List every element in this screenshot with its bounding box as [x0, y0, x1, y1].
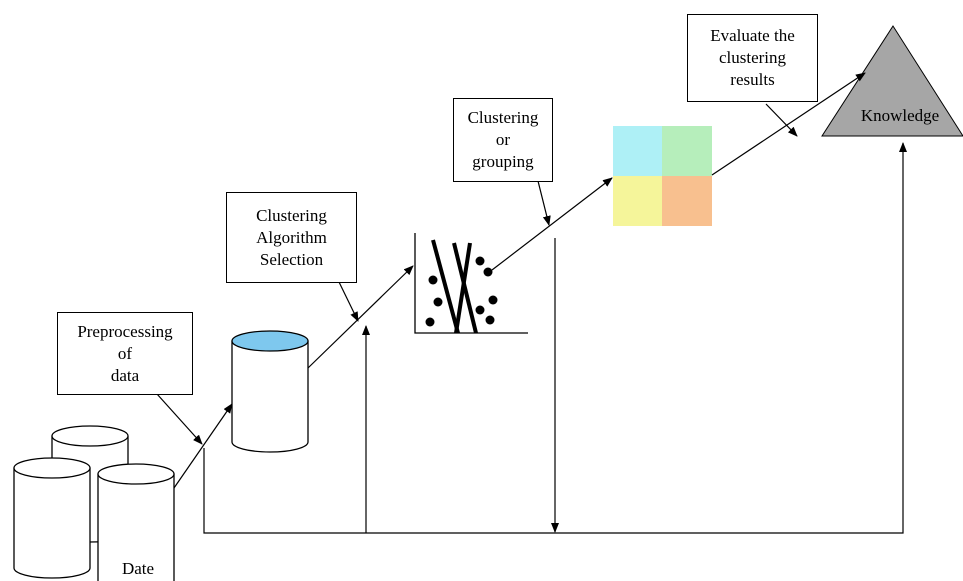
- preprocessing-label: Preprocessing of data: [57, 312, 193, 395]
- preprocessing-line-2: of: [117, 343, 133, 363]
- preprocessing-line-1: Preprocessing: [77, 321, 173, 341]
- clustering-line-1: Clustering: [467, 108, 539, 127]
- algorithm-selection-line-3: Selection: [259, 249, 324, 269]
- date-label: Date: [121, 559, 155, 578]
- data-cylinders: [13, 425, 175, 581]
- evaluate-line-2: clustering: [718, 48, 787, 67]
- clustering-line-2: or: [495, 130, 511, 149]
- evaluate-line-1: Evaluate the: [710, 26, 795, 45]
- knowledge-label: Knowledge: [860, 106, 940, 125]
- cylinder-left: [13, 457, 91, 579]
- preprocessed-db-cylinder: [231, 330, 309, 453]
- scatter-plot-icon: [414, 233, 528, 334]
- feedback-loop: [203, 142, 907, 534]
- clustering-label: Clustering or grouping: [453, 98, 553, 182]
- flow-arrows: [173, 72, 866, 489]
- algorithm-selection-line-1: Clustering: [256, 205, 327, 225]
- label-pointers: [156, 103, 798, 445]
- clustering-line-3: grouping: [472, 152, 534, 171]
- clusters-grid: [613, 126, 712, 226]
- algorithm-selection-label: Clustering Algorithm Selection: [226, 192, 357, 283]
- cylinder-front: [97, 463, 175, 581]
- preprocessing-line-3: data: [110, 365, 140, 385]
- evaluate-label: Evaluate the clustering results: [687, 14, 818, 102]
- evaluate-line-3: results: [730, 70, 775, 89]
- algorithm-selection-line-2: Algorithm: [256, 227, 327, 247]
